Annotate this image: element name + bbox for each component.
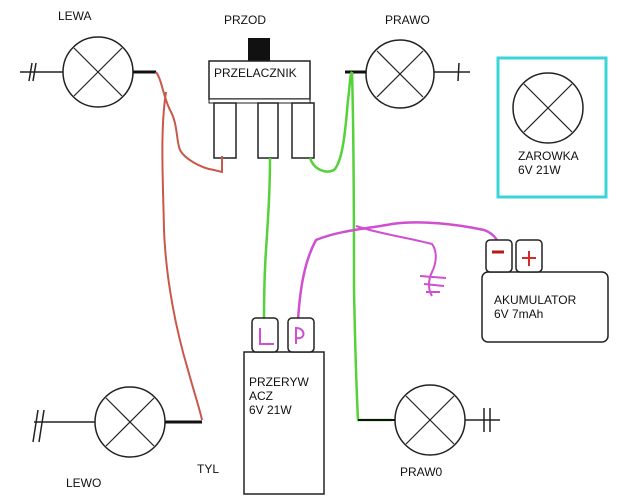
switch-terminal-middle [257,102,279,159]
switch-terminal-left [213,102,237,159]
bulb-rear-left [32,386,202,458]
battery [481,239,609,343]
wire-green-switch-to-right-bulbs [308,71,392,422]
label-front-right: PRAWO [385,13,430,27]
ground-symbol [28,62,33,82]
legend-bulb-spec: 6V 21W [518,163,561,177]
flasher-relay [243,317,325,495]
label-rear: TYL [197,462,219,476]
ground-symbol [457,62,460,82]
label-front-left: LEWA [58,9,92,23]
battery-terminal-minus [485,239,513,273]
label-flasher-2: ACZ [249,389,273,403]
switch-terminal-right [291,102,315,159]
flasher-terminal-left [251,317,279,353]
bulb-rear-right [358,384,500,456]
switch [208,38,315,159]
label-rear-left: LEWO [66,476,101,490]
wire-green-switch-to-flasher [262,157,272,323]
label-switch: PRZELACZNIK [214,66,297,80]
legend-box [496,56,608,199]
label-flasher-3: 6V 21W [249,403,292,417]
label-flasher-1: PRZERYW [249,375,309,389]
label-battery-name: AKUMULATOR [494,293,577,307]
bulb-front-left [20,36,156,108]
wire-magenta-flasher-to-battery [294,221,504,351]
bulb-front-right [345,39,470,109]
label-front: PRZOD [224,13,266,27]
wire-magenta-to-ground [355,225,447,297]
label-battery-spec: 6V 7mAh [494,307,543,321]
legend-bulb-name: ZAROWKA [518,149,579,163]
wire-red-left-side [155,71,223,421]
label-rear-right: PRAW0 [400,465,443,479]
switch-knob [248,38,270,61]
flasher-terminal-right [287,317,315,353]
ground-symbol [32,409,39,443]
